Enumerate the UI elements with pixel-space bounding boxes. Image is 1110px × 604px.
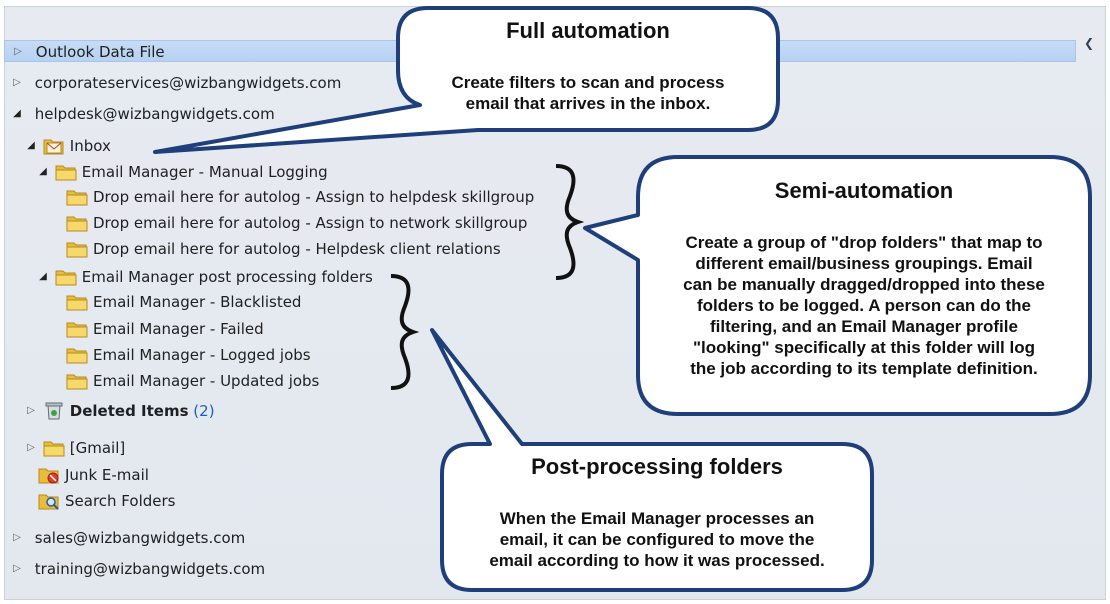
tree-item-label: Inbox [69, 137, 111, 155]
tree-item-label: corporateservices@wizbangwidgets.com [34, 74, 342, 92]
callout-body: When the Email Manager processes an emai… [442, 508, 872, 571]
tree-item-junk-email[interactable]: Junk E-mail [38, 464, 149, 486]
junk-folder-icon [38, 468, 59, 484]
tree-item-blacklisted[interactable]: Email Manager - Blacklisted [66, 291, 301, 313]
collapse-arrow-icon[interactable]: ◢ [39, 166, 47, 177]
tree-item-label: Email Manager - Logged jobs [93, 346, 311, 364]
expand-arrow-icon[interactable]: ▷ [27, 405, 35, 416]
callout-line: filtering, and an Email Manager profile [710, 317, 1018, 336]
tree-item-label: Drop email here for autolog - Helpdesk c… [93, 240, 501, 258]
tree-item-label: [Gmail] [69, 439, 126, 457]
tree-item-label: helpdesk@wizbangwidgets.com [34, 105, 275, 123]
tree-item-label: Drop email here for autolog - Assign to … [93, 188, 535, 206]
tree-item-label: Drop email here for autolog - Assign to … [93, 214, 528, 232]
collapse-pane-button[interactable]: ❮ [1081, 35, 1097, 51]
callout-line: the job according to its template defini… [690, 359, 1038, 378]
tree-item-label: Email Manager - Blacklisted [93, 293, 302, 311]
tree-item-search-folders[interactable]: Search Folders [38, 490, 175, 512]
tree-item-training-account[interactable]: ▷ training@wizbangwidgets.com [10, 558, 265, 580]
tree-item-label: Junk E-mail [65, 466, 149, 484]
tree-item-helpdesk-account[interactable]: ◢ helpdesk@wizbangwidgets.com [10, 103, 275, 125]
tree-item-corporate-account[interactable]: ▷ corporateservices@wizbangwidgets.com [10, 72, 341, 94]
callout-line: email, it can be configured to move the [499, 530, 815, 549]
tree-item-inbox[interactable]: ◢ Inbox [24, 135, 111, 157]
expand-arrow-icon[interactable]: ▷ [14, 46, 22, 57]
search-folder-icon [38, 494, 59, 510]
tree-item-label: Email Manager - Updated jobs [93, 372, 320, 390]
trash-icon [45, 402, 63, 420]
callout-body: Create filters to scan and process email… [398, 72, 778, 114]
expand-arrow-icon[interactable]: ▷ [27, 442, 35, 453]
collapse-arrow-icon[interactable]: ◢ [27, 140, 35, 151]
callout-line: can be manually dragged/dropped into the… [683, 275, 1045, 294]
collapse-arrow-icon[interactable]: ◢ [13, 108, 21, 119]
callout-line: When the Email Manager processes an [499, 509, 815, 528]
unread-count-badge: (2) [193, 402, 215, 420]
callout-line: Create filters to scan and process [451, 73, 725, 92]
brace-post-processing [390, 274, 420, 390]
tree-item-label: Email Manager post processing folders [81, 268, 373, 286]
expand-arrow-icon[interactable]: ▷ [13, 77, 21, 88]
tree-item-failed[interactable]: Email Manager - Failed [66, 318, 264, 340]
tree-item-label: Email Manager - Manual Logging [81, 163, 328, 181]
tree-item-label: sales@wizbangwidgets.com [34, 529, 246, 547]
callout-line: email according to how it was processed. [489, 551, 825, 570]
callout-line: Create a group of "drop folders" that ma… [685, 233, 1043, 252]
tree-item-deleted-items[interactable]: ▷ Deleted Items (2) [24, 400, 215, 422]
tree-item-post-processing[interactable]: ◢ Email Manager post processing folders [36, 266, 373, 288]
expand-arrow-icon[interactable]: ▷ [13, 563, 21, 574]
callout-line: "looking" specifically at this folder wi… [692, 338, 1035, 357]
tree-item-drop-client-relations[interactable]: Drop email here for autolog - Helpdesk c… [66, 238, 501, 260]
tree-item-label: training@wizbangwidgets.com [34, 560, 266, 578]
tree-item-gmail[interactable]: ▷ [Gmail] [24, 437, 125, 459]
inbox-icon [43, 139, 64, 155]
callout-body: Create a group of "drop folders" that ma… [638, 232, 1090, 379]
tree-item-label: Outlook Data File [35, 43, 165, 61]
callout-line: different email/business groupings. Emai… [695, 254, 1033, 273]
brace-drop-folders [555, 164, 585, 280]
chevron-left-icon: ❮ [1083, 36, 1095, 50]
tree-item-label: Email Manager - Failed [93, 320, 264, 338]
tree-item-label: Deleted Items [69, 402, 189, 420]
tree-item-manual-logging[interactable]: ◢ Email Manager - Manual Logging [36, 161, 328, 183]
tree-item-sales-account[interactable]: ▷ sales@wizbangwidgets.com [10, 527, 245, 549]
expand-arrow-icon[interactable]: ▷ [13, 532, 21, 543]
callout-line: email that arrives in the inbox. [465, 94, 711, 113]
tree-item-logged-jobs[interactable]: Email Manager - Logged jobs [66, 344, 311, 366]
callout-title: Semi-automation [774, 178, 954, 203]
tree-item-label: Search Folders [65, 492, 176, 510]
callout-line: folders to be logged. A person can do th… [696, 296, 1032, 315]
callout-title: Post-processing folders [531, 454, 783, 479]
callout-title: Full automation [506, 18, 670, 43]
collapse-arrow-icon[interactable]: ◢ [39, 271, 47, 282]
tree-item-drop-network[interactable]: Drop email here for autolog - Assign to … [66, 212, 527, 234]
tree-item-updated-jobs[interactable]: Email Manager - Updated jobs [66, 370, 319, 392]
tree-item-drop-helpdesk[interactable]: Drop email here for autolog - Assign to … [66, 186, 534, 208]
